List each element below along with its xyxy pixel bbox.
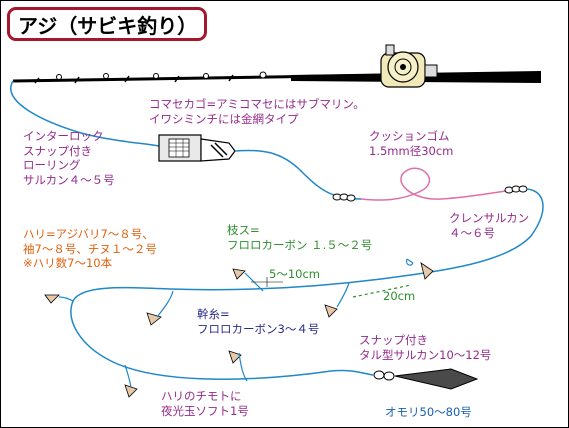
hook-icon: [324, 282, 350, 318]
cushion-rubber-label-line2: 1.5mm径30cm: [369, 143, 454, 158]
branch-line-label: 枝ス= フロロカーボン １.５～２号: [227, 223, 372, 252]
interlock-label-line4: サルカン４～５号: [23, 172, 115, 187]
hook-icon: [124, 364, 138, 398]
hook-icon: [44, 294, 74, 304]
crane-swivel-label-line1: クレンサルカン: [449, 211, 530, 225]
cushion-rubber-icon: [360, 167, 507, 201]
glow-bead-label-line2: 夜光玉ソフト1号: [161, 403, 249, 418]
glow-bead-label: ハリのチモトに 夜光玉ソフト1号: [161, 389, 249, 418]
sinker-label: オモリ50～80号: [385, 405, 472, 419]
hook-icon: [146, 290, 174, 326]
cushion-rubber-label: クッションゴム 1.5mm径30cm: [369, 129, 453, 158]
sinker-icon: [394, 368, 479, 390]
snap-swivel-label: スナップ付き タル型サルカン10～12号: [359, 333, 491, 362]
interlock-label-line2: スナップ付き: [23, 143, 92, 158]
chum-basket-label-line1: コマセカゴ=アミコマセにはサブマリン。: [149, 97, 365, 111]
glow-bead-label-line1: ハリのチモトに: [161, 389, 242, 403]
branch-line-label-line1: 枝ス=: [227, 223, 260, 237]
fishing-rod: [12, 71, 541, 84]
cushion-rubber-label-line1: クッションゴム: [369, 129, 450, 143]
interlock-label-line1: インターロック: [23, 129, 104, 143]
interlock-label: インターロック スナップ付き ローリング サルカン４～５号: [23, 129, 115, 187]
branch-length-label: 5～10cm: [269, 267, 320, 281]
hook-label-line2: 袖7～８号、チヌ１～２号: [23, 241, 157, 256]
hook-icon: [228, 350, 248, 382]
crane-swivel-label: クレンサルカン ４～６号: [449, 211, 529, 240]
crane-swivel-icon: [504, 185, 528, 194]
chum-basket-label: コマセカゴ=アミコマセにはサブマリン。 イワシミンチには金網タイプ: [149, 97, 365, 126]
snap-swivel-label-line2: タル型サルカン10～12号: [359, 347, 492, 362]
hook-icon: [232, 268, 264, 292]
hook-icon: [406, 258, 434, 280]
snap-swivel-label-line1: スナップ付き: [359, 333, 428, 347]
reel: [380, 44, 438, 88]
hook-label: ハリ=アジバリ7～８号、 袖7～８号、チヌ１～２号 ※ハリ数7～10本: [23, 227, 157, 271]
crane-swivel-label-line2: ４～６号: [449, 225, 495, 240]
title-text: アジ（サビキ釣り）: [18, 13, 198, 38]
chum-basket-label-line2: イワシミンチには金網タイプ: [149, 111, 299, 126]
interlock-label-line3: ローリング: [23, 158, 81, 172]
hook-label-line3: ※ハリ数7～10本: [23, 256, 113, 270]
main-line-label-line1: 幹糸=: [197, 307, 230, 321]
hook-label-line1: ハリ=アジバリ7～８号、: [23, 227, 154, 241]
snap-swivel-icon: [373, 370, 395, 381]
interlock-swivel-icon: [332, 193, 356, 202]
branch-line-label-line2: フロロカーボン １.５～２号: [227, 237, 373, 252]
main-line-label-line2: フロロカーボン3～４号: [197, 321, 320, 336]
chum-basket-icon: [158, 134, 236, 162]
main-line-label: 幹糸= フロロカーボン3～４号: [197, 307, 319, 336]
spacing-label: 20cm: [383, 289, 416, 303]
page-title: アジ（サビキ釣り）: [7, 7, 207, 41]
